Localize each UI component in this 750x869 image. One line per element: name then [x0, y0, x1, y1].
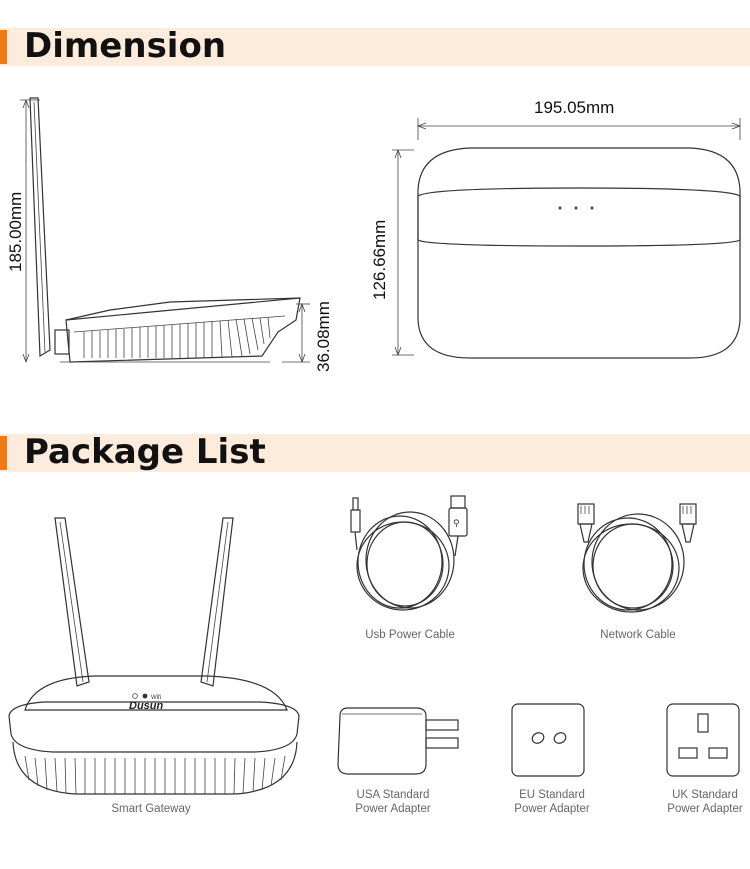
smart-gateway-image: Wifi	[8, 517, 300, 795]
dimension-header: Dimension	[0, 26, 750, 66]
svg-text:Wifi: Wifi	[151, 695, 161, 701]
top-view-drawing	[392, 118, 742, 359]
eu-adapter-image	[511, 703, 585, 777]
accent-bar	[0, 436, 7, 470]
caption-eu-line2: Power Adapter	[514, 803, 590, 815]
body-height-label: 36.08mm	[314, 301, 333, 372]
caption-eu-adapter: EU Standard Power Adapter	[502, 788, 602, 816]
caption-uk-line1: UK Standard	[672, 789, 738, 801]
brand-logo: Dusun	[129, 700, 164, 712]
section-title-package-list: Package List	[24, 432, 266, 472]
network-cable-image	[577, 503, 697, 613]
side-view-drawing	[20, 97, 310, 364]
caption-uk-line2: Power Adapter	[667, 803, 743, 815]
section-title-dimension: Dimension	[24, 26, 227, 66]
package-list-header: Package List	[0, 432, 750, 472]
caption-uk-adapter: UK Standard Power Adapter	[655, 788, 750, 816]
caption-usa-adapter: USA Standard Power Adapter	[343, 788, 443, 816]
svg-text:⚲: ⚲	[453, 519, 460, 529]
antenna-height-label: 185.00mm	[6, 191, 25, 272]
depth-label: 126.66mm	[370, 219, 389, 300]
caption-eu-line1: EU Standard	[519, 789, 585, 801]
accent-bar	[0, 30, 7, 64]
width-label: 195.05mm	[534, 98, 615, 117]
usb-cable-image: ⚲	[350, 495, 468, 611]
uk-adapter-image	[666, 703, 740, 777]
caption-smart-gateway: Smart Gateway	[111, 803, 191, 815]
usa-adapter-image	[337, 707, 459, 775]
caption-usb-cable: Usb Power Cable	[365, 629, 455, 641]
caption-usa-line2: Power Adapter	[355, 803, 431, 815]
caption-network-cable: Network Cable	[600, 629, 676, 641]
caption-usa-line1: USA Standard	[356, 789, 430, 801]
